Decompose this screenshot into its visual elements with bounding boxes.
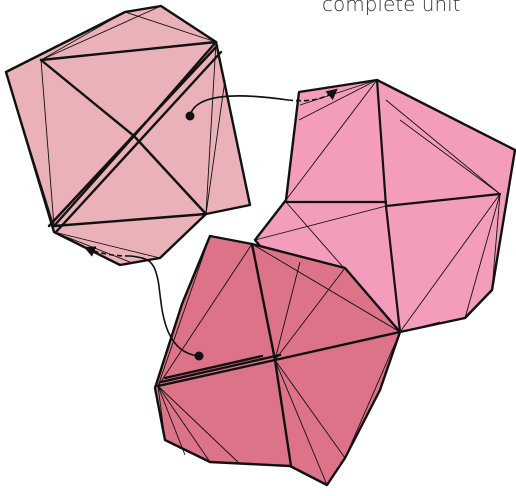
diagram-caption: complete unit [322, 0, 461, 16]
unit-top-left [6, 6, 250, 265]
